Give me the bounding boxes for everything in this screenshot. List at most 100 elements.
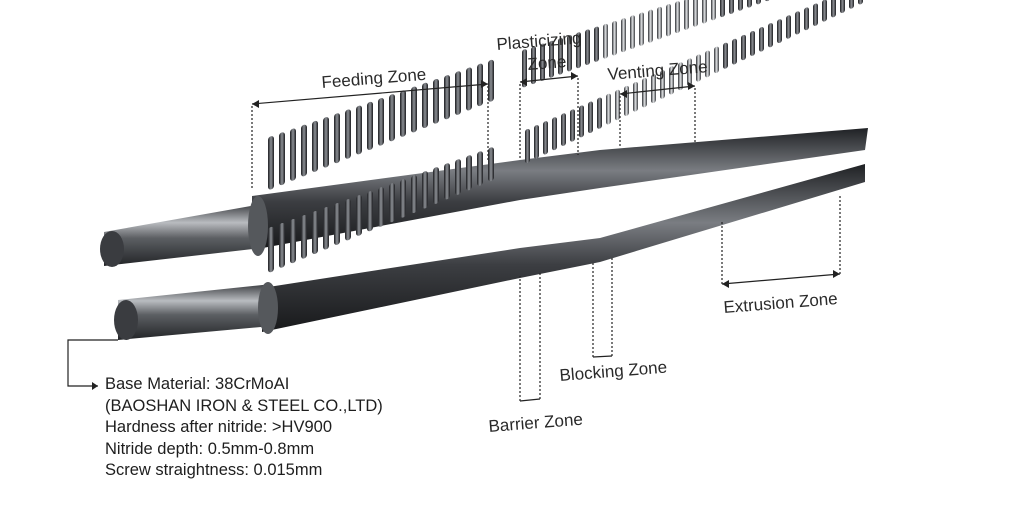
- screw-element: [759, 27, 764, 52]
- spec-nitride-depth: Nitride depth: 0.5mm-0.8mm: [105, 439, 315, 458]
- lower-screw-body: [262, 164, 865, 332]
- lower-flight: [400, 179, 406, 218]
- screw-element: [729, 0, 734, 14]
- upper-flight: [279, 132, 285, 186]
- upper-flight: [466, 67, 472, 111]
- screw-element: [675, 1, 680, 34]
- spec-base-material: Base Material: 38CrMoAI: [105, 375, 290, 393]
- screw-element: [840, 0, 845, 13]
- screw-element: [738, 0, 743, 11]
- upper-shaft-end: [100, 231, 124, 267]
- plasticizing-zone-arrow: [519, 75, 579, 83]
- screw-element: [849, 0, 854, 9]
- screw-element: [612, 20, 617, 56]
- plasticizing-zone-label-line2: Zone: [527, 52, 567, 74]
- kneading-elements: [522, 0, 863, 164]
- lower-flight: [268, 226, 274, 273]
- screw-assembly: [100, 0, 868, 340]
- venting-zone-label: Venting Zone: [607, 57, 708, 84]
- upper-flight: [400, 90, 406, 137]
- lower-shaft-end: [114, 300, 138, 340]
- lower-flight: [334, 203, 340, 245]
- lower-flight: [301, 215, 307, 259]
- screw-element: [858, 0, 863, 5]
- lower-collar: [258, 282, 278, 334]
- upper-shaft: [104, 204, 262, 266]
- lower-flight: [290, 218, 296, 264]
- upper-flight: [312, 120, 318, 172]
- lower-flight: [356, 195, 362, 236]
- screw-element: [747, 0, 752, 8]
- extrusion-zone-arrow: [721, 273, 841, 285]
- screw-element: [615, 89, 620, 121]
- annotation-lines: [67, 75, 841, 402]
- upper-flight: [367, 101, 373, 150]
- screw-element: [624, 85, 629, 116]
- upper-flight: [411, 86, 417, 133]
- upper-flight: [488, 59, 494, 102]
- upper-flight: [334, 113, 340, 164]
- lower-flight: [279, 222, 285, 268]
- lower-flight: [455, 159, 461, 195]
- blocking-zone-arrow: [592, 355, 613, 358]
- upper-flight: [290, 128, 296, 181]
- screw-element: [684, 0, 689, 30]
- screw-element: [540, 43, 545, 81]
- screw-element: [702, 0, 707, 24]
- upper-collar: [248, 196, 268, 256]
- screw-element: [669, 66, 674, 95]
- screw-element: [561, 113, 566, 146]
- screw-element: [777, 19, 782, 44]
- lower-flight: [323, 207, 329, 250]
- extrusion-zone-label: Extrusion Zone: [723, 289, 838, 317]
- screw-element: [705, 50, 710, 78]
- screw-element: [711, 0, 716, 21]
- screw-element: [525, 129, 530, 164]
- screw-element: [786, 15, 791, 39]
- screw-element: [768, 23, 773, 48]
- screw-element: [765, 0, 770, 2]
- screw-element: [597, 97, 602, 129]
- spec-hardness: Hardness after nitride: >HV900: [105, 418, 332, 436]
- screw-element: [660, 70, 665, 99]
- screw-element: [741, 34, 746, 61]
- upper-flight: [433, 78, 439, 124]
- screw-element: [687, 58, 692, 86]
- upper-flight: [323, 117, 329, 168]
- screw-element: [732, 38, 737, 65]
- screw-element: [813, 3, 818, 26]
- screw-element: [822, 0, 827, 22]
- screw-element: [678, 62, 683, 91]
- upper-flight: [301, 124, 307, 177]
- screw-element: [723, 42, 728, 69]
- lower-flight: [312, 211, 318, 255]
- screw-element: [657, 6, 662, 40]
- screw-element: [549, 40, 554, 78]
- lower-screw-flights: [268, 147, 494, 273]
- lower-flight: [411, 175, 417, 214]
- screw-element: [558, 37, 563, 75]
- screw-element: [594, 26, 599, 62]
- upper-flight: [389, 94, 395, 142]
- screw-element: [552, 117, 557, 151]
- lower-shaft: [118, 284, 272, 340]
- screw-element: [750, 30, 755, 56]
- screw-element: [648, 9, 653, 43]
- lower-flight: [378, 187, 384, 227]
- lower-flight: [345, 199, 351, 241]
- screw-element: [522, 49, 527, 88]
- screw-element: [531, 46, 536, 85]
- lower-flight: [477, 151, 483, 186]
- lower-flight: [488, 147, 494, 182]
- venting-zone-arrow: [619, 85, 696, 95]
- screw-element: [651, 74, 656, 104]
- screw-element: [621, 18, 626, 53]
- screw-element: [666, 4, 671, 37]
- upper-flight: [345, 109, 351, 159]
- screw-element: [579, 105, 584, 138]
- feeding-zone-arrow: [251, 83, 489, 105]
- arrow-heads: [92, 72, 840, 390]
- upper-flight: [378, 98, 384, 146]
- feeding-zone-label: Feeding Zone: [321, 65, 427, 92]
- upper-flight: [422, 82, 428, 129]
